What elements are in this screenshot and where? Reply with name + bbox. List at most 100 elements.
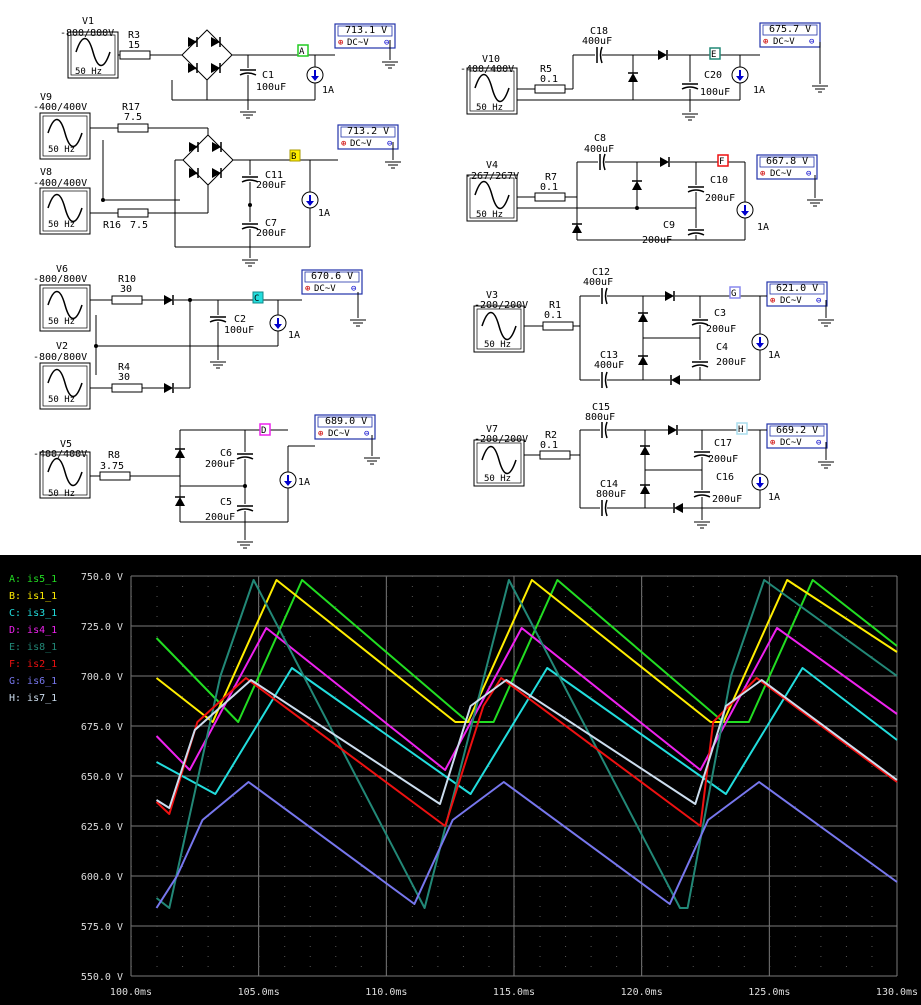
plus-terminal-icon: ⊕	[770, 296, 775, 306]
grid-dot	[131, 816, 132, 817]
legend-entry[interactable]: E: is8_1	[9, 642, 57, 653]
capacitor-c5[interactable]	[236, 505, 254, 512]
capacitor-c15[interactable]	[604, 421, 608, 439]
diode-icon[interactable]	[163, 294, 174, 306]
resistor-r5[interactable]	[534, 84, 566, 94]
diode-icon[interactable]	[670, 374, 681, 386]
legend-entry[interactable]: H: is7_1	[9, 693, 57, 704]
grid-dot	[488, 846, 490, 847]
resistor-r2[interactable]	[539, 450, 571, 460]
probe-f[interactable]	[717, 154, 729, 167]
series-line[interactable]	[155, 627, 898, 771]
capacitor-c4[interactable]	[691, 361, 709, 368]
probe-e[interactable]	[709, 47, 721, 60]
v5-label: V5	[60, 439, 72, 450]
legend-entry[interactable]: C: is3_1	[9, 608, 57, 619]
resistor-r1[interactable]	[542, 321, 574, 331]
grid-dot	[258, 586, 260, 587]
grid-dot	[590, 886, 592, 887]
capacitor-c14[interactable]	[604, 499, 608, 517]
resistor-r8[interactable]	[99, 471, 131, 481]
grid-dot	[539, 896, 541, 897]
capacitor-c8[interactable]	[602, 153, 606, 171]
diode-icon[interactable]	[627, 72, 639, 83]
bridge-rectifier[interactable]	[181, 29, 233, 81]
capacitor-c12[interactable]	[604, 287, 608, 305]
grid-dot	[743, 666, 745, 667]
legend-entry[interactable]: G: is6_1	[9, 676, 57, 687]
grid-dot	[488, 916, 490, 917]
diode-icon[interactable]	[637, 355, 649, 366]
current-source-icon[interactable]	[736, 201, 754, 219]
resistor-r4[interactable]	[111, 383, 143, 393]
capacitor-c20[interactable]	[681, 83, 699, 90]
grid-dot	[462, 906, 464, 907]
capacitor-c18[interactable]	[599, 46, 603, 64]
capacitor-c2[interactable]	[209, 316, 227, 323]
diode-icon[interactable]	[174, 496, 186, 507]
probe-g[interactable]	[729, 286, 741, 299]
resistor-r3[interactable]	[119, 50, 151, 60]
legend-entry[interactable]: B: is1_1	[9, 591, 57, 602]
grid-dot	[590, 926, 592, 927]
grid-dot	[565, 806, 567, 807]
diode-icon[interactable]	[571, 223, 583, 234]
current-source-icon[interactable]	[279, 471, 297, 489]
capacitor-c13[interactable]	[604, 371, 608, 389]
diode-icon[interactable]	[163, 382, 174, 394]
grid-dot	[182, 686, 184, 687]
probe-b[interactable]	[289, 149, 301, 162]
probe-d[interactable]	[259, 423, 271, 436]
grid-dot	[437, 836, 439, 837]
capacitor-c10[interactable]	[687, 186, 705, 193]
grid-dot	[616, 866, 618, 867]
series-line[interactable]	[155, 579, 898, 909]
current-source-icon[interactable]	[269, 314, 287, 332]
grid-dot	[641, 616, 643, 617]
bridge-rectifier[interactable]	[182, 134, 234, 186]
series-line[interactable]	[155, 679, 898, 809]
diode-icon[interactable]	[639, 445, 651, 456]
diode-icon[interactable]	[639, 484, 651, 495]
grid-dot	[641, 596, 643, 597]
grid-dot	[284, 806, 286, 807]
probe-c[interactable]	[252, 291, 264, 304]
diode-icon[interactable]	[673, 502, 684, 514]
capacitor-c1[interactable]	[239, 69, 257, 76]
diode-icon[interactable]	[667, 424, 678, 436]
diode-icon[interactable]	[657, 49, 668, 61]
probe-h[interactable]	[736, 422, 748, 435]
capacitor-c9[interactable]	[687, 229, 705, 236]
legend-entry[interactable]: D: is4_1	[9, 625, 57, 636]
grid-dot	[616, 726, 618, 727]
resistor-r17[interactable]	[117, 123, 149, 133]
diode-icon[interactable]	[664, 290, 675, 302]
series-line[interactable]	[155, 781, 898, 909]
resistor-r7[interactable]	[534, 192, 566, 202]
legend-entry[interactable]: F: is2_1	[9, 659, 57, 670]
legend-entry[interactable]: A: is5_1	[9, 574, 57, 585]
series-line[interactable]	[156, 667, 898, 795]
resistor-r16[interactable]	[117, 208, 149, 218]
current-source-icon[interactable]	[751, 473, 769, 491]
current-source-icon[interactable]	[306, 66, 324, 84]
grid-dot	[411, 586, 413, 587]
probe-a[interactable]	[297, 44, 309, 57]
current-source-icon[interactable]	[301, 191, 319, 209]
series-line[interactable]	[155, 579, 898, 723]
diode-icon[interactable]	[631, 180, 643, 191]
capacitor-c6[interactable]	[236, 453, 254, 460]
grid-dot	[692, 726, 694, 727]
current-source-icon[interactable]	[751, 333, 769, 351]
diode-icon[interactable]	[637, 312, 649, 323]
grid-dot	[514, 766, 515, 767]
oscilloscope-panel[interactable]: A: is5_1 B: is1_1 C: is3_1 D: is4_1 E: is8_1…	[0, 555, 921, 1005]
grid-dot	[258, 606, 260, 607]
resistor-r10[interactable]	[111, 295, 143, 305]
series-line[interactable]	[155, 579, 898, 723]
diode-icon[interactable]	[174, 448, 186, 459]
current-source-icon[interactable]	[731, 66, 749, 84]
capacitor-c16[interactable]	[693, 491, 711, 498]
diode-icon[interactable]	[659, 156, 670, 168]
